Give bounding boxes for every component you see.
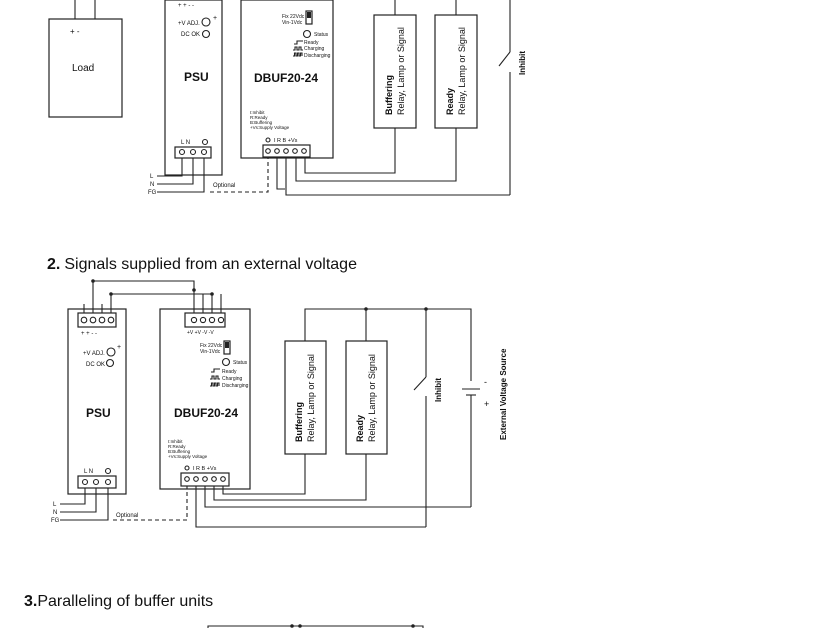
dbuf-label: DBUF20-24 [174, 406, 238, 420]
discharging-signal-icon [210, 382, 220, 387]
charging-label: Charging [222, 376, 243, 382]
bottom-diagram-partial [207, 624, 424, 628]
dbuf-vin: Vin-1Vdc [282, 20, 303, 26]
mid-diagram: + + - - +V ADJ. + DC OK PSU L N +V +V -V… [51, 279, 508, 528]
status-led-icon [221, 357, 231, 367]
legend-ready: R:Ready [168, 444, 186, 449]
psu-label: PSU [86, 406, 111, 420]
svg-text:Buffering: Buffering [384, 75, 394, 115]
svg-text:+: + [117, 344, 121, 351]
n-label: N [53, 510, 57, 516]
psu-terminal-top: + + - - [81, 331, 97, 337]
charging-signal-icon [293, 46, 303, 51]
dbuf-box [159, 308, 251, 490]
psu-dc-terminal [77, 312, 117, 328]
legend-inhibit: I:Inhibit [168, 439, 183, 444]
relay-buffering-title: Buffering [384, 75, 394, 115]
ground-icon [184, 465, 190, 471]
relay-buffering-title: Buffering [294, 402, 304, 442]
ext-source-label: External Voltage Source [499, 348, 508, 440]
legend-supply: +Vs:Supply Voltage [168, 454, 208, 459]
dbuf-label: DBUF20-24 [254, 71, 318, 85]
dbuf-signal-terminal [180, 472, 230, 487]
l-label: L [150, 174, 154, 180]
legend-inhibit: I:Inhibit [250, 110, 265, 115]
psu-dcok: DC OK [86, 362, 105, 368]
psu-ac-terminal [77, 475, 117, 489]
dbuf-terminal-top: +V +V -V -V [187, 330, 214, 336]
vadj-pot-icon [106, 347, 116, 357]
relay-buffering [373, 14, 417, 129]
dcok-led-icon [201, 29, 211, 39]
source-minus: - [484, 377, 487, 387]
inhibit-switch-icon [498, 51, 511, 67]
legend-supply: +Vs:Supply Voltage [250, 125, 290, 130]
charging-signal-icon [210, 375, 220, 380]
dbuf-terminal-labels: I R B +Vs [193, 466, 217, 472]
inhibit-switch-icon [413, 376, 427, 391]
optional-label: Optional [213, 183, 235, 189]
top-diagram: + - Load + + - - +V ADJ. + DC OK PSU L N… [48, 0, 527, 196]
l-label: L [53, 502, 57, 508]
mode-switch-icon [223, 340, 231, 355]
legend-buffering: B:Buffering [168, 449, 191, 454]
ground-icon [265, 137, 271, 143]
charging-label: Charging [304, 46, 325, 52]
psu-dcok: DC OK [181, 32, 200, 38]
svg-text:+: + [213, 15, 217, 22]
psu-terminal-labels: L N [181, 140, 190, 146]
status-led-icon [302, 29, 312, 39]
psu-label: PSU [184, 70, 209, 84]
relay-ready-title: Ready [445, 88, 455, 115]
ready-label: Ready [222, 369, 237, 375]
dbuf-terminal-labels: I R B +Vs [274, 138, 298, 144]
psu-ac-terminal [174, 146, 212, 159]
ground-icon [104, 467, 112, 475]
dbuf-dc-terminal [184, 312, 226, 328]
dbuf-vin: Vin-1Vdc [200, 349, 221, 355]
mode-switch-icon [305, 10, 313, 25]
n-label: N [150, 182, 154, 188]
optional-label: Optional [116, 513, 138, 519]
vadj-pot-icon [201, 17, 211, 27]
section-3-title: 3.Paralleling of buffer units [24, 593, 213, 610]
discharging-label: Discharging [304, 53, 331, 59]
dcok-led-icon [105, 358, 115, 368]
discharging-label: Discharging [222, 383, 249, 389]
load-box [48, 18, 123, 118]
status-label: Status [233, 360, 248, 366]
legend-ready: R:Ready [250, 115, 268, 120]
fg-label: FG [51, 518, 60, 524]
discharging-signal-icon [293, 52, 303, 57]
load-polarity: + - [70, 27, 80, 36]
psu-vadj: +V ADJ. [178, 21, 200, 27]
psu-vadj: +V ADJ. [83, 351, 105, 357]
source-plus: + [484, 399, 489, 409]
dbuf-fix: Fix 22Vdc [200, 343, 223, 349]
psu-box [67, 308, 127, 495]
inhibit-label: Inhibit [518, 51, 527, 75]
ground-icon [201, 138, 209, 146]
dbuf-box [240, 0, 334, 159]
fg-label: FG [148, 190, 157, 196]
relay-ready-title: Ready [355, 415, 365, 442]
ready-signal-icon [211, 368, 220, 373]
relay-ready [434, 14, 478, 129]
relay-buffering-sub: Relay, Lamp or Signal [306, 354, 316, 442]
psu-terminal-top: + + - - [178, 3, 194, 9]
ready-label: Ready [304, 40, 319, 46]
inhibit-label: Inhibit [434, 378, 443, 402]
ready-signal-icon [294, 40, 303, 45]
relay-ready-sub: Relay, Lamp or Signal [457, 27, 467, 115]
dbuf-fix: Fix 22Vdc [282, 14, 305, 20]
legend-buffering: B:Buffering [250, 120, 273, 125]
status-label: Status [314, 32, 329, 38]
psu-terminal-labels: L N [84, 469, 93, 475]
relay-ready-sub: Relay, Lamp or Signal [367, 354, 377, 442]
load-label: Load [72, 63, 94, 74]
relay-buffering-sub: Relay, Lamp or Signal [396, 27, 406, 115]
section-2-title: 2.Signals supplied from an external volt… [47, 256, 357, 273]
